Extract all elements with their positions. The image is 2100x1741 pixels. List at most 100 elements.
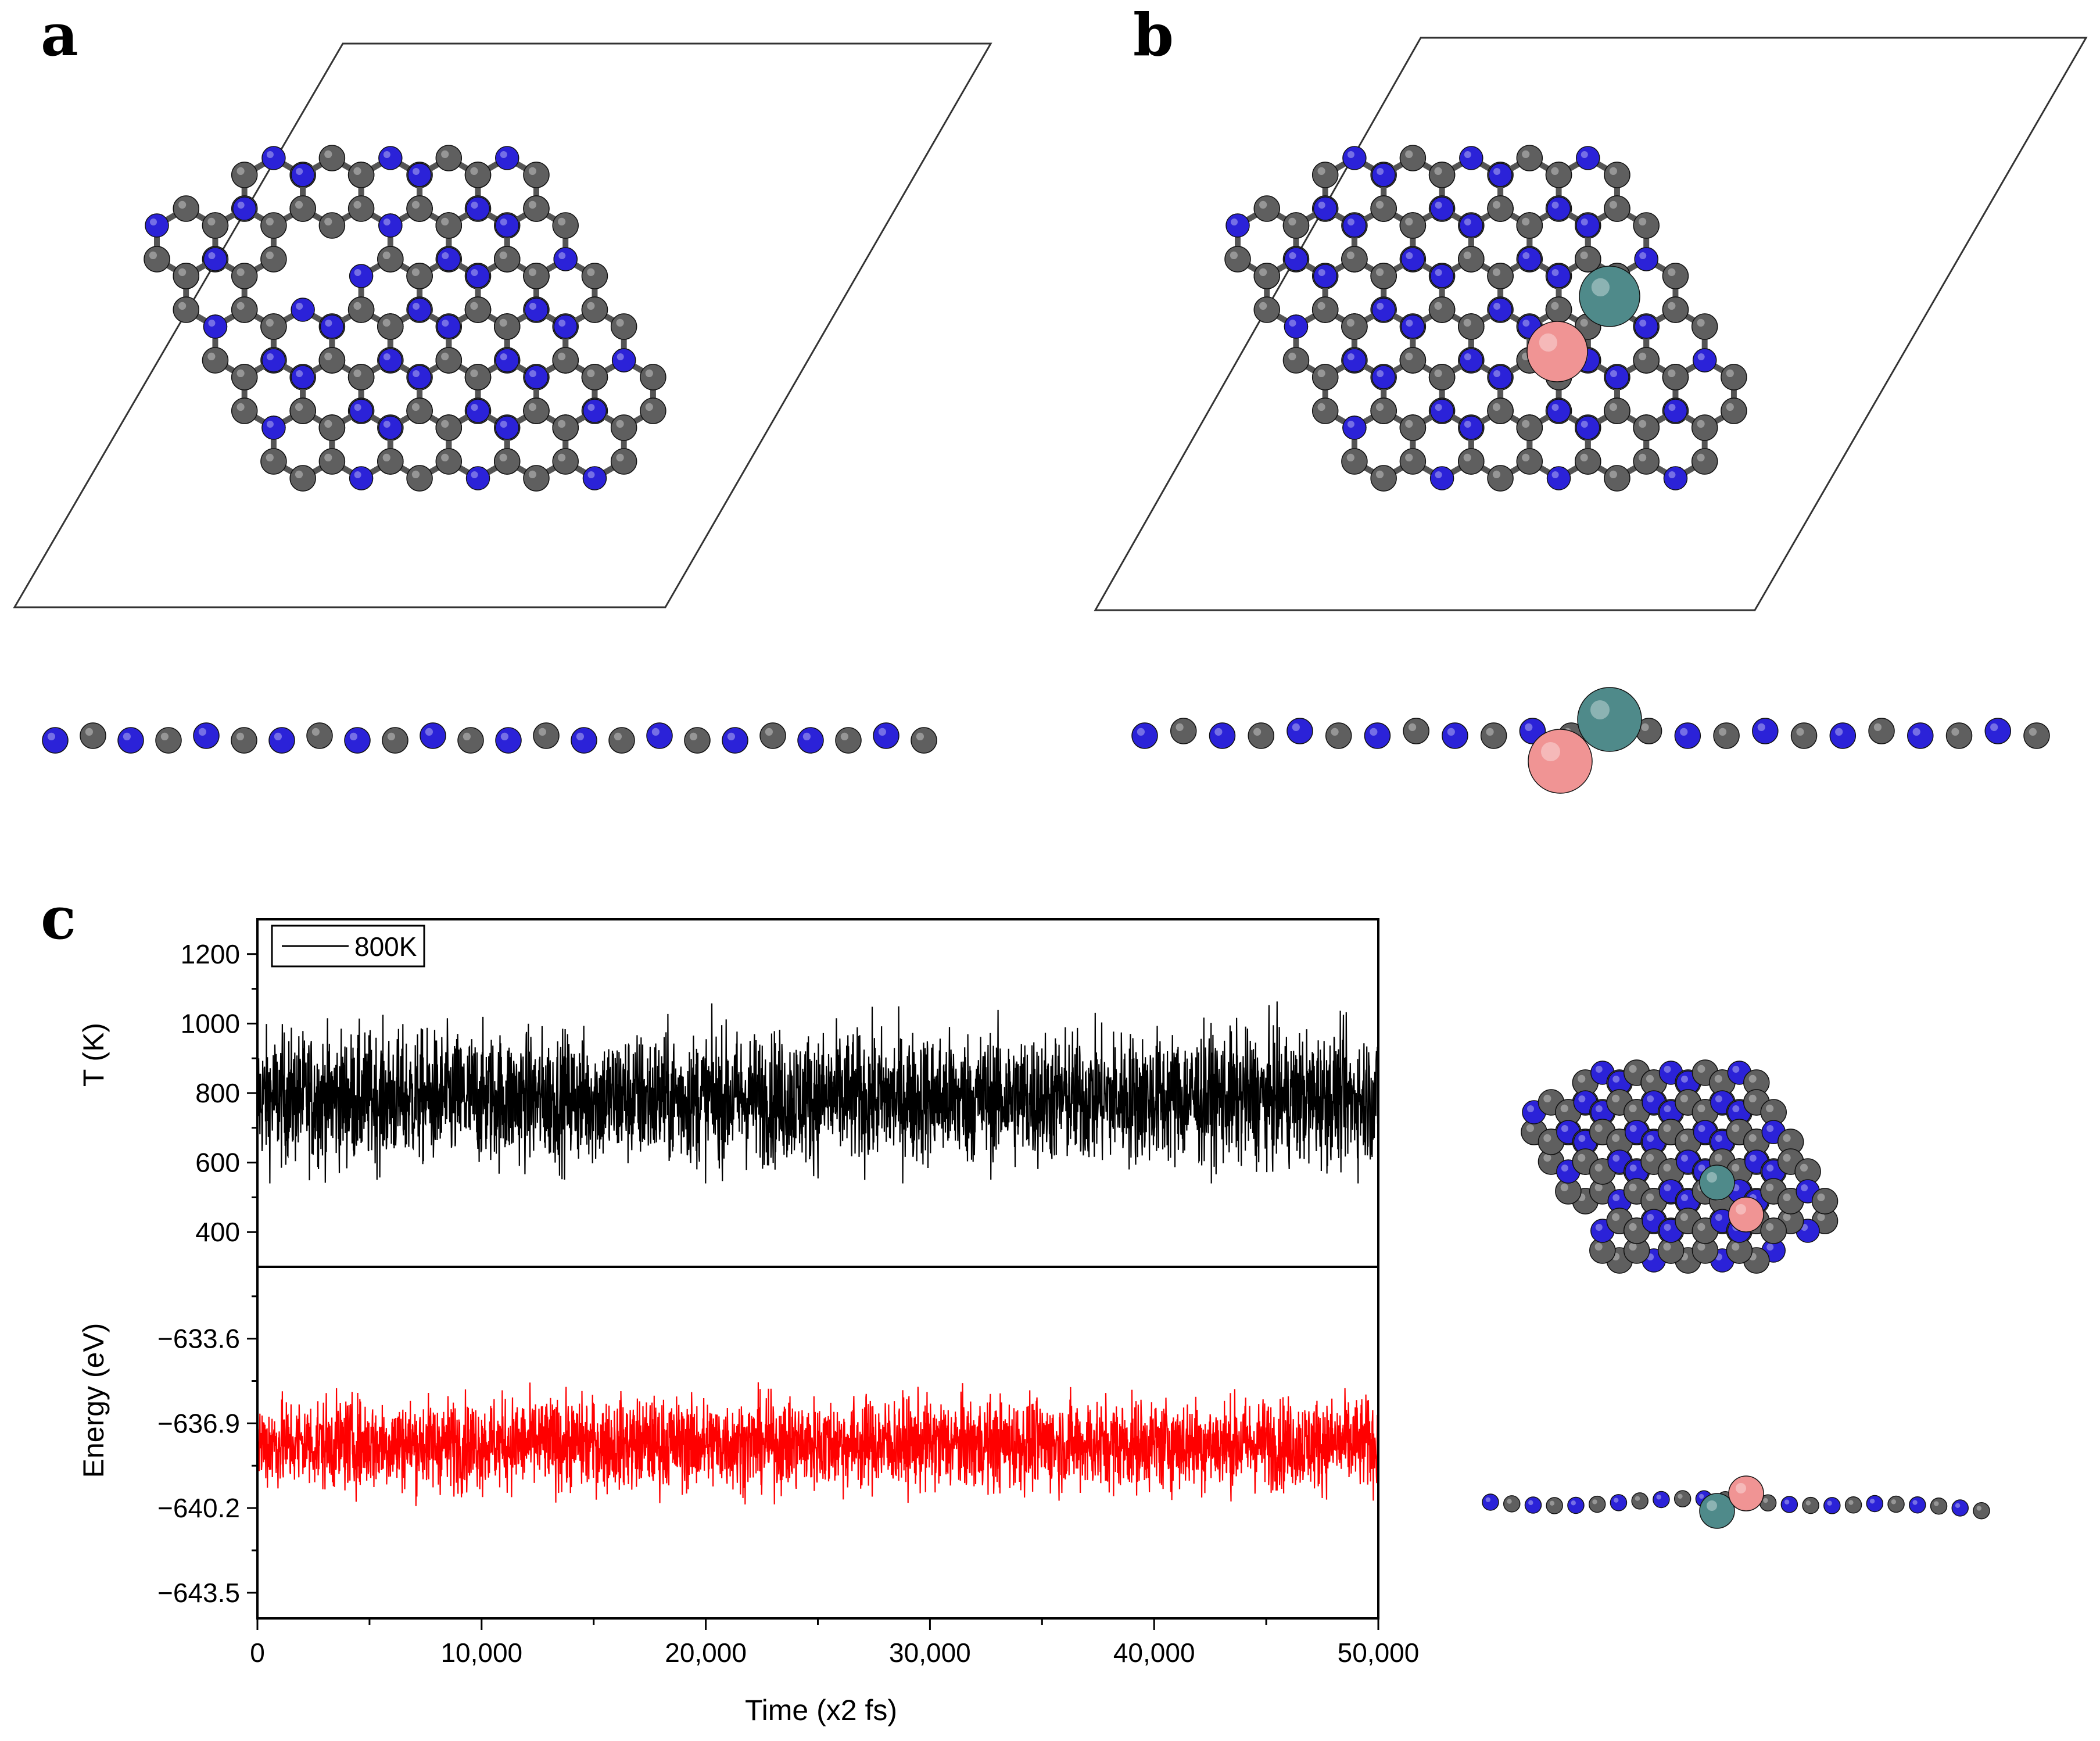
carbon-atom-highlight — [1594, 1163, 1603, 1172]
nitrogen-atom-highlight — [1639, 252, 1647, 259]
nitrogen-atom-highlight — [274, 732, 282, 740]
carbon-atom — [289, 195, 316, 222]
carbon-atom — [457, 727, 484, 754]
carbon-atom-highlight — [1594, 1242, 1603, 1251]
carbon-atom — [202, 347, 229, 374]
carbon-atom-highlight — [1766, 1104, 1774, 1112]
nitrogen-atom-highlight — [1715, 1095, 1722, 1102]
carbon-atom-highlight — [1408, 723, 1417, 731]
nitrogen-atom-highlight — [1289, 252, 1296, 259]
nitrogen-atom-highlight — [1289, 320, 1296, 327]
carbon-atom-highlight — [1288, 217, 1296, 225]
nitrogen-atom-highlight — [1435, 269, 1442, 276]
carbon-atom — [318, 212, 346, 239]
nitrogen-atom-highlight — [1464, 218, 1471, 225]
nitrogen-atom — [722, 727, 748, 754]
carbon-atom-highlight — [916, 732, 924, 740]
x-tick-label: 30,000 — [889, 1638, 971, 1668]
nitrogen-atom-highlight — [1680, 728, 1688, 736]
carbon-atom — [260, 246, 287, 273]
carbon-atom — [260, 212, 287, 239]
carbon-atom-highlight — [558, 217, 566, 225]
nitrogen-atom — [1284, 247, 1309, 271]
carbon-atom — [144, 246, 170, 273]
nitrogen-atom — [420, 722, 446, 749]
x-axis-label-time: Time (x2 fs) — [745, 1694, 897, 1726]
nitrogen-atom — [407, 163, 432, 187]
nitrogen-atom — [291, 163, 315, 187]
carbon-atom-highlight — [1230, 251, 1238, 259]
nitrogen-atom — [524, 365, 549, 389]
carbon-atom — [1341, 448, 1368, 475]
nitrogen-atom-highlight — [296, 370, 303, 377]
carbon-atom — [260, 448, 287, 475]
carbon-atom-highlight — [2029, 728, 2037, 736]
carbon-atom-highlight — [1629, 1242, 1637, 1251]
md-chart: 40060080010001200−643.5−640.2−636.9−633.… — [77, 918, 1419, 1726]
carbon-atom — [1516, 414, 1543, 441]
carbon-atom-highlight — [1507, 1499, 1512, 1504]
carbon-atom-highlight — [558, 420, 566, 428]
carbon-atom-highlight — [1639, 217, 1647, 225]
carbon-atom-highlight — [1346, 453, 1354, 462]
carbon-atom-highlight — [236, 369, 245, 378]
carbon-atom-highlight — [1317, 302, 1325, 310]
nitrogen-atom — [495, 213, 519, 238]
carbon-atom-highlight — [1543, 1094, 1551, 1102]
carbon-atom-highlight — [1612, 1213, 1620, 1221]
nitrogen-atom-highlight — [529, 370, 536, 377]
carbon-atom-highlight — [1668, 268, 1676, 276]
carbon-atom — [1248, 722, 1274, 749]
carbon-atom-highlight — [1609, 470, 1617, 479]
carbon-atom — [1399, 212, 1427, 239]
nitrogen-atom — [1286, 718, 1313, 744]
carbon-atom-highlight — [1405, 420, 1413, 428]
carbon-atom-highlight — [1678, 1493, 1683, 1499]
carbon-atom-highlight — [441, 352, 449, 361]
carbon-atom-highlight — [207, 217, 216, 225]
carbon-atom — [523, 195, 550, 222]
carbon-atom-highlight — [1549, 1500, 1555, 1506]
nitrogen-atom — [582, 466, 607, 490]
carbon-atom-highlight — [1680, 1213, 1689, 1221]
carbon-atom-highlight — [558, 453, 566, 462]
panel-letter-a: a — [41, 1, 78, 69]
carbon-atom-highlight — [1346, 251, 1354, 259]
nitrogen-atom-highlight — [1801, 1184, 1808, 1191]
carbon-atom-highlight — [266, 217, 274, 225]
carbon-atom — [1282, 212, 1310, 239]
carbon-atom-highlight — [1697, 420, 1705, 428]
carbon-atom — [2023, 722, 2050, 749]
y-tick-label-temperature: 1200 — [181, 939, 240, 969]
carbon-atom — [231, 364, 258, 391]
carbon-atom — [231, 397, 258, 424]
carbon-atom — [406, 263, 433, 289]
carbon-atom — [435, 145, 463, 171]
carbon-atom — [1516, 145, 1543, 171]
carbon-atom — [1487, 465, 1514, 492]
metal-atom-teal-highlight — [1707, 1500, 1717, 1511]
carbon-atom — [523, 465, 550, 492]
nitrogen-atom-highlight — [1595, 1066, 1603, 1073]
carbon-atom — [1311, 364, 1339, 391]
carbon-atom-highlight — [1800, 1163, 1808, 1172]
nitrogen-atom — [1488, 298, 1513, 322]
carbon-atom-highlight — [1560, 1104, 1568, 1112]
nitrogen-atom-highlight — [198, 728, 206, 736]
nitrogen-atom-highlight — [1715, 1135, 1722, 1142]
nitrogen-atom-highlight — [1835, 728, 1843, 736]
carbon-atom-highlight — [353, 302, 361, 310]
carbon-atom-highlight — [266, 453, 274, 462]
nitrogen-atom — [1488, 163, 1513, 187]
carbon-atom-highlight — [1522, 453, 1530, 462]
carbon-atom-highlight — [387, 732, 396, 740]
nitrogen-atom-highlight — [1561, 1125, 1568, 1132]
carbon-atom — [464, 296, 492, 323]
nitrogen-atom-highlight — [500, 421, 507, 428]
nitrogen-atom — [117, 727, 144, 754]
carbon-atom — [1170, 718, 1197, 744]
carbon-atom-highlight — [1522, 420, 1530, 428]
carbon-atom — [1487, 195, 1514, 222]
y-tick-label-energy: −633.6 — [157, 1324, 240, 1354]
nitrogen-atom-highlight — [1664, 1105, 1671, 1112]
